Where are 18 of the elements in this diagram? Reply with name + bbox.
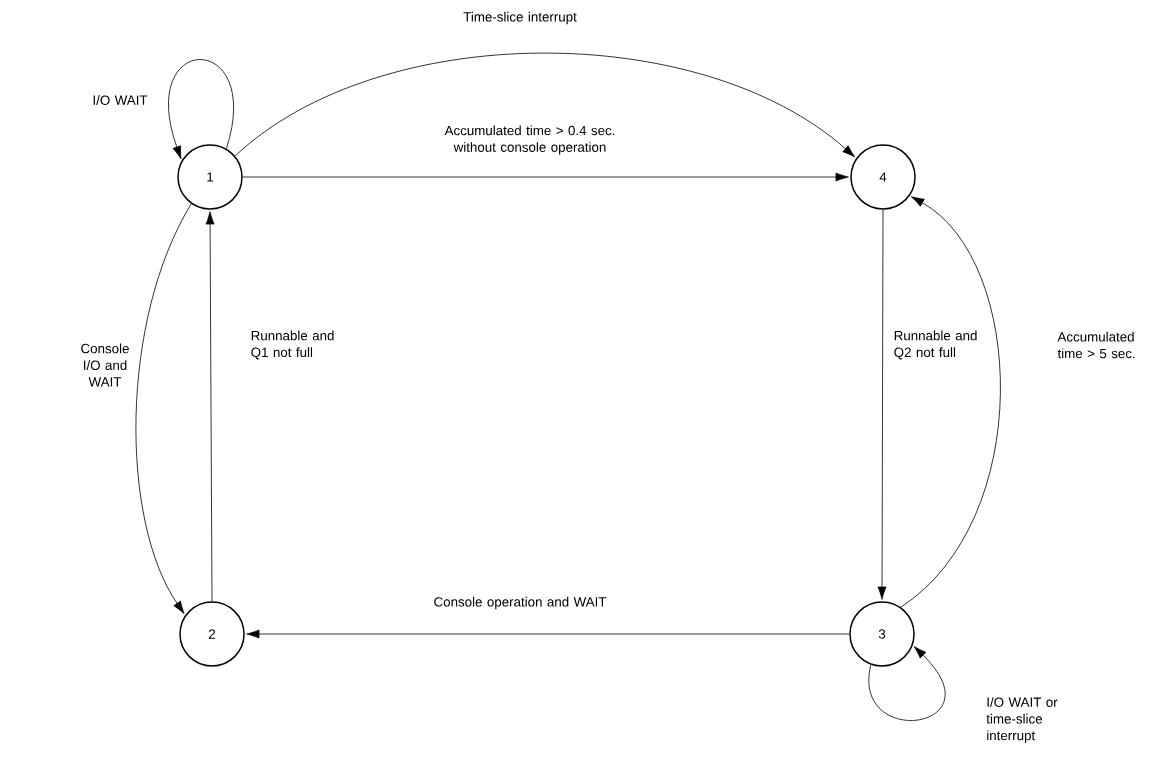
edge-label: Console I/O and WAIT [81,343,129,387]
edge-label: I/O WAIT [93,95,148,105]
arrow [900,196,1001,608]
arrow [168,59,234,160]
arrow [877,209,887,600]
edge-label: Console operation and WAIT [434,596,607,610]
arrow [868,646,945,721]
edge-label: Accumulated time > 0.4 sec. without console operation [444,125,615,155]
edge-label: I/O WAIT or time-slice interrupt [986,697,1058,743]
arrow [246,629,850,639]
edge-label: Accumulated time > 5 sec. [1057,331,1135,359]
arrow [234,52,856,158]
arrow [205,211,215,602]
arrow [135,203,192,615]
edge-label: Runnable and Q2 not full [894,330,977,360]
edge-label: Runnable and Q1 not full [251,330,334,360]
arrow [242,172,849,182]
edge-label: Time-slice interrupt [463,11,577,25]
